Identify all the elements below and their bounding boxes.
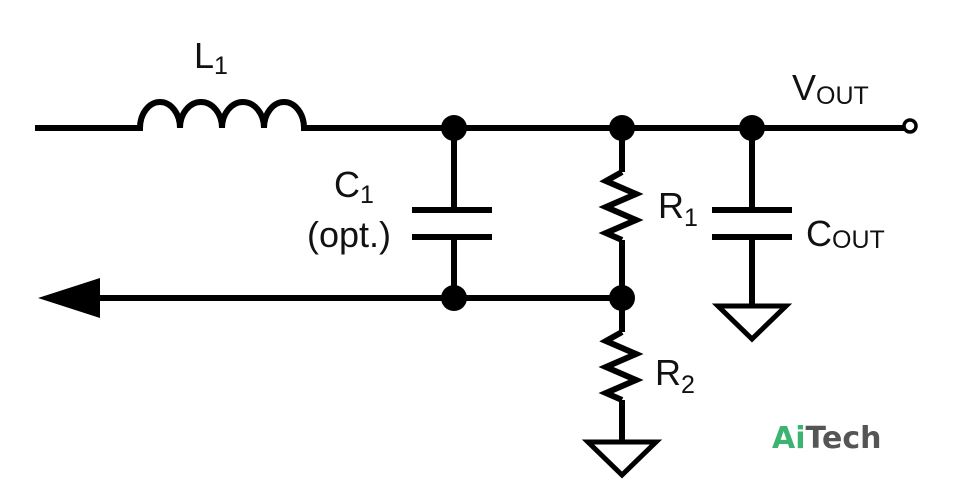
- label-c1-optional-note: (opt.): [307, 214, 391, 255]
- watermark-second: Tech: [806, 421, 882, 456]
- watermark-first: Ai: [772, 421, 806, 456]
- label-r1: R1: [658, 185, 698, 232]
- ground-r2-icon: [581, 439, 663, 479]
- inductor-l1-symbol: [136, 99, 307, 131]
- label-c1: C1: [334, 164, 374, 209]
- label-cout: COUT: [806, 213, 885, 254]
- label-vout: VOUT: [792, 67, 869, 110]
- ground-cout-icon: [711, 303, 793, 343]
- feedback-arrow-icon: [38, 278, 100, 318]
- label-l1: L1: [194, 35, 228, 80]
- resistor-r1-symbol: [598, 169, 644, 243]
- resistor-r2-symbol: [598, 329, 644, 403]
- vout-terminal: [902, 118, 918, 134]
- label-r2: R2: [655, 352, 695, 399]
- aitech-watermark-logo: AiTech: [772, 421, 881, 456]
